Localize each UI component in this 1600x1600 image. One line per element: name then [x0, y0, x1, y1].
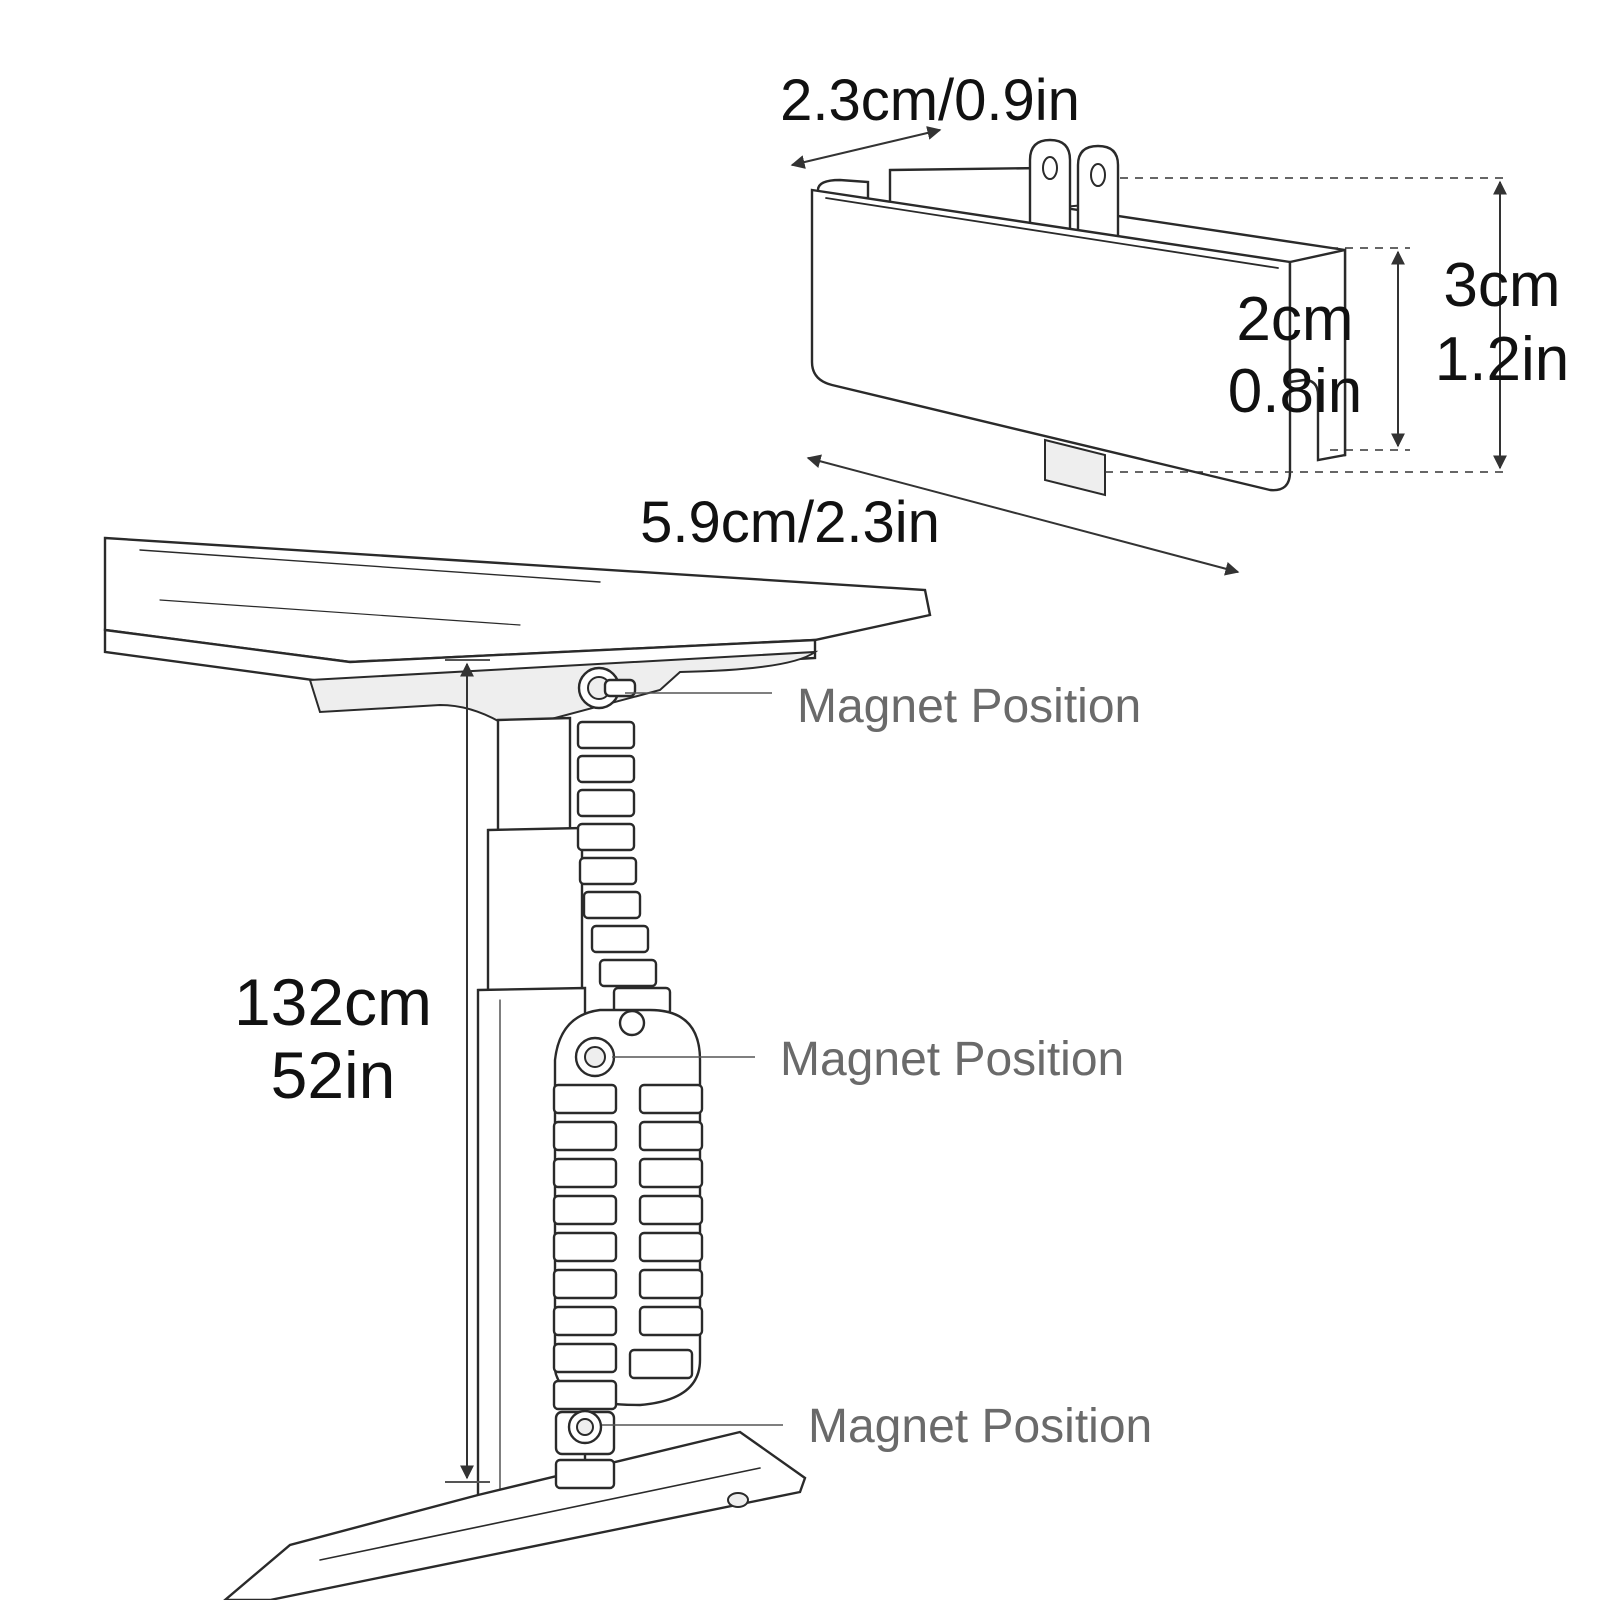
clip-inner-height-cm: 2cm — [1236, 285, 1353, 354]
standing-desk-drawing — [103, 536, 932, 1600]
callout-magnet-bottom: Magnet Position — [808, 1400, 1152, 1453]
desk-height-in: 52in — [271, 1038, 396, 1112]
cable-clip-drawing — [790, 126, 1507, 576]
column-upper — [496, 716, 572, 834]
desk-height-cm: 132cm — [234, 965, 432, 1039]
clip-outer-height-in: 1.2in — [1435, 325, 1569, 394]
callout-magnet-middle: Magnet Position — [780, 1033, 1124, 1086]
length-dimension-arrow — [806, 454, 1240, 576]
cable-spine-upper — [576, 720, 672, 1016]
cable-spine-lower — [552, 1083, 704, 1490]
mount-tab-right — [1076, 144, 1120, 252]
clip-front-wall — [810, 188, 1292, 492]
clip-inner-height-in: 0.8in — [1228, 357, 1362, 426]
width-dimension-arrow — [790, 126, 942, 169]
desk-foot — [223, 1430, 807, 1600]
clip-width-label: 2.3cm/0.9in — [780, 68, 1080, 133]
column-middle — [486, 826, 584, 994]
clip-outer-height-cm: 3cm — [1443, 251, 1560, 320]
callout-magnet-top: Magnet Position — [797, 680, 1141, 733]
clip-length-label: 5.9cm/2.3in — [640, 490, 940, 555]
mount-tab-left — [1028, 138, 1072, 242]
